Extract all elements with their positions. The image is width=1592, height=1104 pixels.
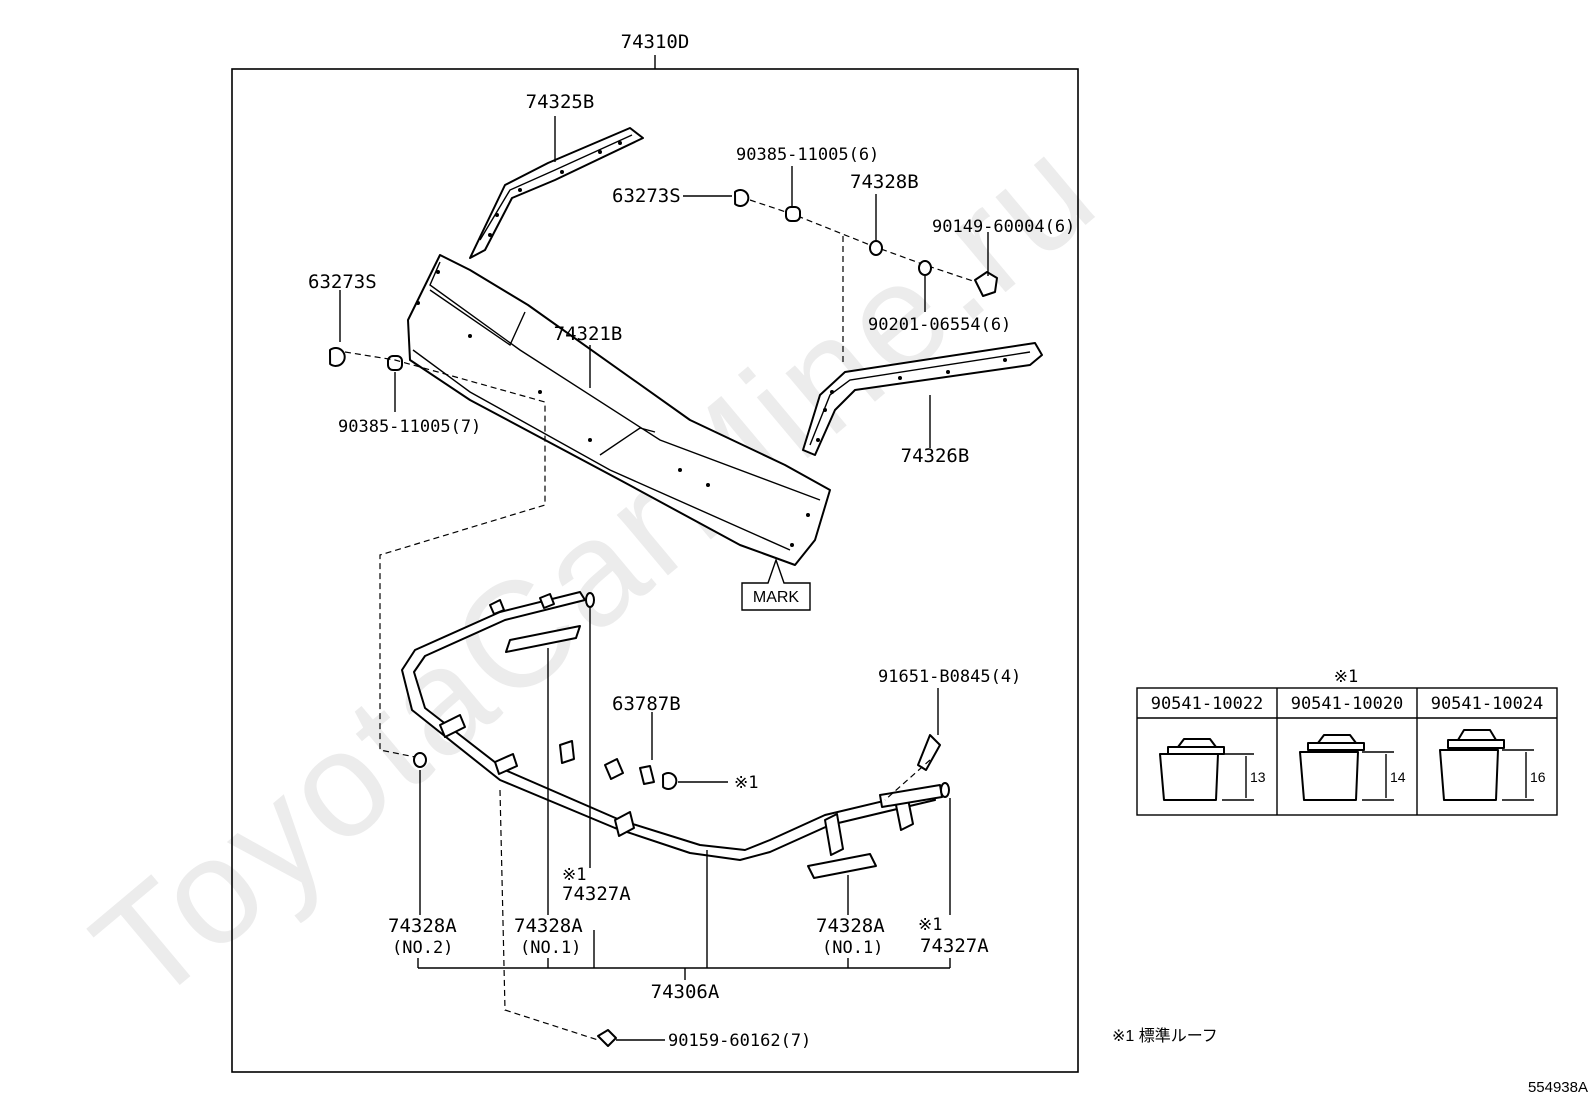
note-col-2-part: 90541-10024 <box>1431 694 1544 714</box>
label-74328A-no1-a-sub: (NO.1) <box>520 938 581 958</box>
note-table-marker: ※1 <box>1334 667 1358 687</box>
clip-14-icon: 14 <box>1299 734 1406 801</box>
note-col-0-height: 13 <box>1250 769 1266 785</box>
mark-label: MARK <box>753 589 800 606</box>
fastener-left-chain <box>329 347 546 758</box>
label-74328A-no2: 74328A <box>388 915 457 937</box>
rail-74325B <box>469 127 644 259</box>
label-63787B: 63787B <box>612 693 681 715</box>
clip-16-icon: 16 <box>1439 729 1546 801</box>
note-ref-a: ※1 <box>562 865 586 885</box>
label-74328A-no1-a: 74328A <box>514 915 583 937</box>
label-90385-top: 90385-11005(6) <box>736 145 879 165</box>
note-ref-b: ※1 <box>918 915 942 935</box>
footnote: ※1 標準ルーフ <box>1112 1027 1218 1045</box>
label-90159: 90159-60162(7) <box>668 1031 811 1051</box>
label-74328A-no1-b: 74328A <box>816 915 885 937</box>
label-74327A-b: 74327A <box>920 935 989 957</box>
label-90201: 90201-06554(6) <box>868 315 1011 335</box>
label-74327A-a: 74327A <box>562 883 631 905</box>
label-74328A-no1-b-sub: (NO.1) <box>822 938 883 958</box>
mark-callout: MARK <box>741 557 811 611</box>
label-74326B: 74326B <box>901 445 970 467</box>
label-74328A-no2-sub: (NO.2) <box>392 938 453 958</box>
label-74325B: 74325B <box>526 91 595 113</box>
label-74321B: 74321B <box>554 323 623 345</box>
label-90149: 90149-60004(6) <box>932 217 1075 237</box>
note-col-2-height: 16 <box>1530 769 1546 785</box>
fastener-top-chain <box>734 189 998 365</box>
label-63273S-left: 63273S <box>308 271 377 293</box>
crossbar-74321B <box>407 254 831 566</box>
note-col-1-height: 14 <box>1390 769 1406 785</box>
label-90385-left: 90385-11005(7) <box>338 417 481 437</box>
rail-74326B <box>802 342 1043 456</box>
label-63273S-top: 63273S <box>612 185 681 207</box>
label-74306A: 74306A <box>651 981 720 1003</box>
note-ref-clip: ※1 <box>734 773 758 793</box>
clip-13-icon: 13 <box>1159 738 1266 801</box>
note-table: ※1 90541-10022 90541-10020 90541-10024 1… <box>1136 667 1558 816</box>
note-col-0-part: 90541-10022 <box>1151 694 1264 714</box>
note-col-1-part: 90541-10020 <box>1291 694 1404 714</box>
frame-74306A <box>401 591 950 879</box>
assembly-label: 74310D <box>621 31 690 53</box>
label-91651: 91651-B0845(4) <box>878 667 1021 687</box>
label-74328B: 74328B <box>850 171 919 193</box>
diagram-number: 554938A <box>1528 1079 1588 1096</box>
bolt-90159 <box>597 1029 665 1047</box>
